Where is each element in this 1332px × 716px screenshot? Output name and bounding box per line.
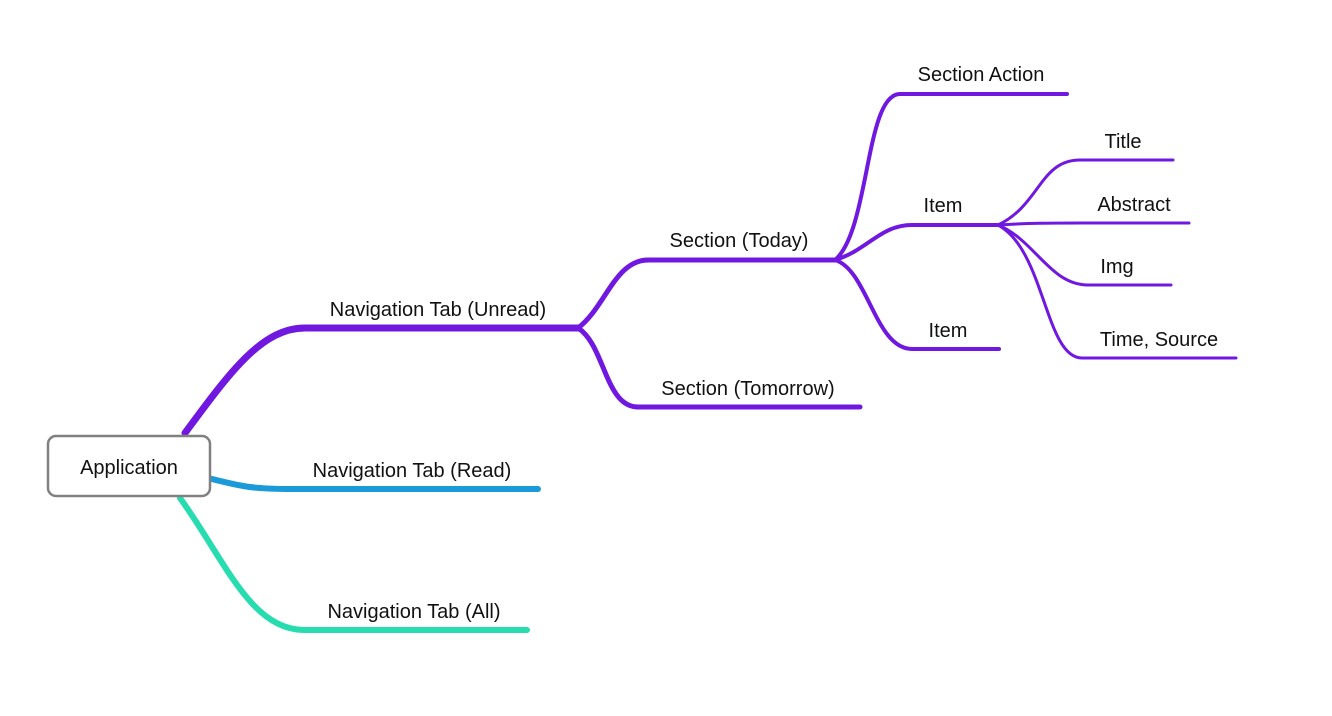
branch-img [996,223,1173,287]
branch-section-tomorrow [575,325,863,410]
root-node-label: Application [80,457,178,479]
branch-section-today [575,257,838,331]
node-nav-all[interactable]: Navigation Tab (All) [327,601,500,623]
node-item-2[interactable]: Item [929,320,968,342]
node-nav-unread[interactable]: Navigation Tab (Unread) [330,299,546,321]
branch-nav-read [205,475,541,492]
node-abstract[interactable]: Abstract [1097,194,1171,216]
branch-item-2 [833,258,1001,351]
node-section-today[interactable]: Section (Today) [670,230,809,252]
root-node-box [46,434,212,498]
node-nav-read[interactable]: Navigation Tab (Read) [313,460,512,482]
branch-item-1 [833,223,1000,262]
node-title[interactable]: Title [1104,131,1141,153]
node-img[interactable]: Img [1100,256,1133,278]
branch-nav-all [177,495,530,633]
branch-section-action [833,92,1069,262]
root-node[interactable]: Application [46,434,212,498]
branch-title [996,158,1175,227]
node-item-1[interactable]: Item [924,195,963,217]
node-section-tomorrow[interactable]: Section (Tomorrow) [661,378,834,400]
branch-nav-unread [181,324,582,437]
branch-abstract [996,221,1191,227]
node-time-source[interactable]: Time, Source [1100,329,1218,351]
node-labels: Navigation Tab (Unread) Navigation Tab (… [313,64,1218,623]
node-section-action[interactable]: Section Action [918,64,1045,86]
branch-time-source [996,223,1238,360]
branch-connectors [177,92,1238,633]
